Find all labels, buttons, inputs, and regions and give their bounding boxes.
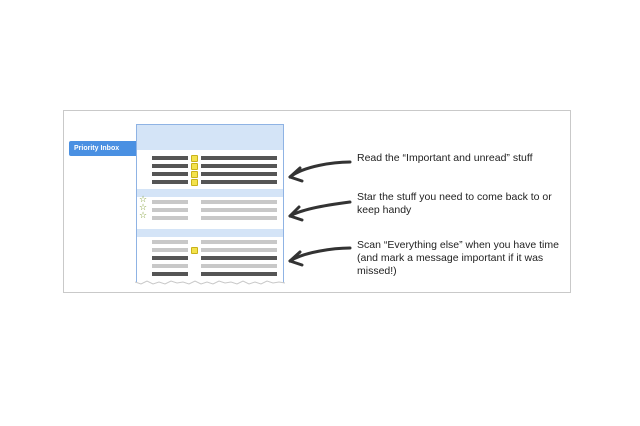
message-row-sender xyxy=(152,256,188,260)
message-row-sender xyxy=(152,272,188,276)
message-row-subject xyxy=(201,216,277,220)
message-row-subject xyxy=(201,200,277,204)
priority-inbox-tab[interactable]: Priority Inbox xyxy=(69,141,136,156)
message-row-sender xyxy=(152,216,188,220)
message-row-sender xyxy=(152,240,188,244)
important-marker-icon[interactable] xyxy=(191,171,198,178)
message-row-sender xyxy=(152,172,188,176)
arrow-icon xyxy=(288,200,352,222)
message-row-sender xyxy=(152,200,188,204)
message-row-subject xyxy=(201,156,277,160)
message-row-subject xyxy=(201,256,277,260)
caption-starred: Star the stuff you need to come back to … xyxy=(357,191,552,216)
important-marker-icon[interactable] xyxy=(191,179,198,186)
message-row-sender xyxy=(152,180,188,184)
message-row-sender xyxy=(152,164,188,168)
message-row-subject xyxy=(201,164,277,168)
message-row-subject xyxy=(201,248,277,252)
message-row-subject xyxy=(201,208,277,212)
inbox-mockup: ☆☆☆ xyxy=(136,124,284,284)
star-icon[interactable]: ☆ xyxy=(139,203,148,213)
message-row-sender xyxy=(152,156,188,160)
section-divider-starred xyxy=(137,189,283,197)
message-row-subject xyxy=(201,264,277,268)
message-row-subject xyxy=(201,180,277,184)
important-marker-icon[interactable] xyxy=(191,155,198,162)
message-row-subject xyxy=(201,272,277,276)
message-row-sender xyxy=(152,264,188,268)
message-row-sender xyxy=(152,248,188,252)
message-row-subject xyxy=(201,240,277,244)
section-divider-everything-else xyxy=(137,229,283,237)
caption-important-unread: Read the “Important and unread” stuff xyxy=(357,152,533,164)
star-icon[interactable]: ☆ xyxy=(139,195,148,205)
arrow-icon xyxy=(288,246,352,267)
star-icon[interactable]: ☆ xyxy=(139,211,148,221)
caption-everything-else: Scan “Everything else” when you have tim… xyxy=(357,239,559,277)
important-marker-icon[interactable] xyxy=(191,163,198,170)
important-marker-icon[interactable] xyxy=(191,247,198,254)
inbox-header-band xyxy=(137,125,283,150)
torn-edge xyxy=(135,280,285,288)
arrow-icon xyxy=(288,160,352,183)
message-row-sender xyxy=(152,208,188,212)
message-row-subject xyxy=(201,172,277,176)
